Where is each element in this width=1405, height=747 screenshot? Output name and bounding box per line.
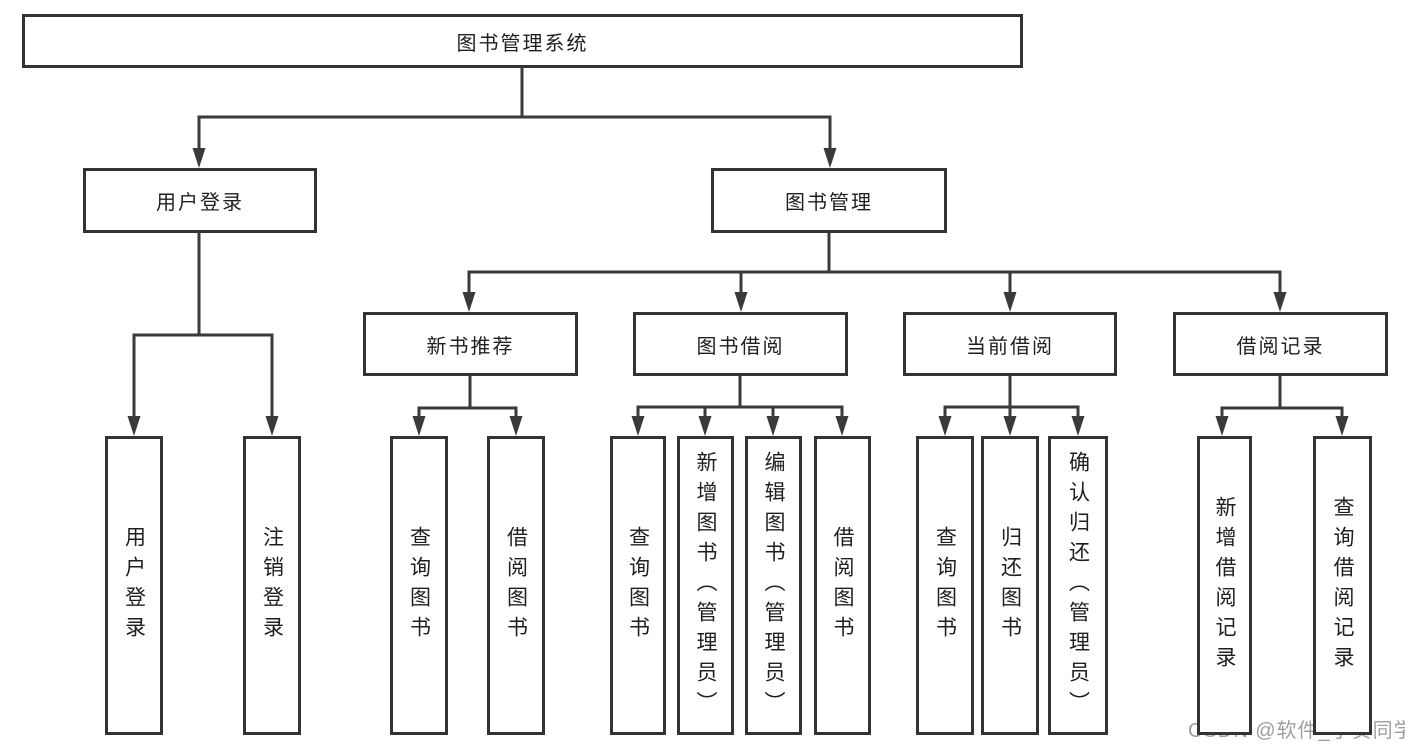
- node-label: 用户登录: [122, 525, 146, 646]
- node-leaf-add-borrow-record: 新增借阅记录: [1197, 436, 1252, 735]
- arrow-down-icon: [412, 416, 426, 436]
- node-leaf-borrow-book-1: 借阅图书: [487, 436, 545, 735]
- node-label: 查询图书: [933, 525, 957, 646]
- node-label: 借阅图书: [831, 525, 854, 646]
- arrow-down-icon: [1215, 416, 1229, 436]
- arrow-down-icon: [938, 416, 952, 436]
- node-leaf-add-book-admin: 新增图书（管理员）: [677, 436, 734, 735]
- node-leaf-confirm-return-admin: 确认归还（管理员）: [1048, 436, 1108, 735]
- arrow-down-icon: [1335, 416, 1349, 436]
- arrow-down-icon: [127, 416, 141, 436]
- node-label: 编辑图书（管理员）: [762, 450, 785, 721]
- node-leaf-query-book-2: 查询图书: [610, 436, 666, 735]
- node-leaf-query-book-3: 查询图书: [916, 436, 974, 735]
- node-label: 注销登录: [260, 525, 284, 646]
- node-leaf-edit-book-admin: 编辑图书（管理员）: [745, 436, 802, 735]
- node-leaf-user-login: 用户登录: [105, 436, 163, 735]
- node-new-book-recommend: 新书推荐: [363, 312, 578, 376]
- node-label: 确认归还（管理员）: [1066, 450, 1090, 721]
- arrow-down-icon: [1071, 416, 1085, 436]
- node-label: 当前借阅: [966, 335, 1054, 358]
- node-label: 新增图书（管理员）: [694, 450, 717, 721]
- node-leaf-logout: 注销登录: [243, 436, 301, 735]
- arrow-down-icon: [835, 416, 849, 436]
- arrow-down-icon: [265, 416, 279, 436]
- arrow-down-icon: [1003, 292, 1017, 312]
- node-user-login: 用户登录: [83, 168, 317, 233]
- node-label: 图书管理: [785, 192, 873, 214]
- node-root: 图书管理系统: [22, 14, 1023, 68]
- node-leaf-query-borrow-record: 查询借阅记录: [1313, 436, 1372, 735]
- node-label: 借阅图书: [504, 525, 528, 646]
- node-leaf-query-book-1: 查询图书: [390, 436, 448, 735]
- arrow-down-icon: [734, 292, 748, 312]
- arrow-down-icon: [698, 416, 712, 436]
- arrow-down-icon: [192, 148, 206, 168]
- node-label: 查询图书: [626, 525, 650, 646]
- arrow-down-icon: [823, 148, 837, 168]
- node-label: 图书管理系统: [456, 32, 589, 55]
- node-label: 查询借阅记录: [1331, 495, 1354, 676]
- node-label: 归还图书: [998, 525, 1022, 646]
- node-borrowing-records: 借阅记录: [1173, 312, 1388, 376]
- node-label: 查询图书: [407, 525, 431, 646]
- node-book-borrowing: 图书借阅: [633, 312, 848, 376]
- arrow-down-icon: [462, 292, 476, 312]
- node-label: 新书推荐: [426, 335, 515, 358]
- node-label: 借阅记录: [1236, 335, 1325, 358]
- arrow-down-icon: [1273, 292, 1287, 312]
- arrow-down-icon: [1003, 416, 1017, 436]
- arrow-down-icon: [631, 416, 645, 436]
- node-label: 图书借阅: [696, 335, 785, 358]
- node-label: 用户登录: [156, 192, 244, 214]
- node-book-management: 图书管理: [711, 168, 947, 233]
- node-current-borrowing: 当前借阅: [903, 312, 1117, 376]
- arrow-down-icon: [766, 416, 780, 436]
- node-leaf-return-book: 归还图书: [981, 436, 1039, 735]
- arrow-down-icon: [509, 416, 523, 436]
- node-label: 新增借阅记录: [1213, 495, 1236, 676]
- node-leaf-borrow-book-2: 借阅图书: [814, 436, 871, 735]
